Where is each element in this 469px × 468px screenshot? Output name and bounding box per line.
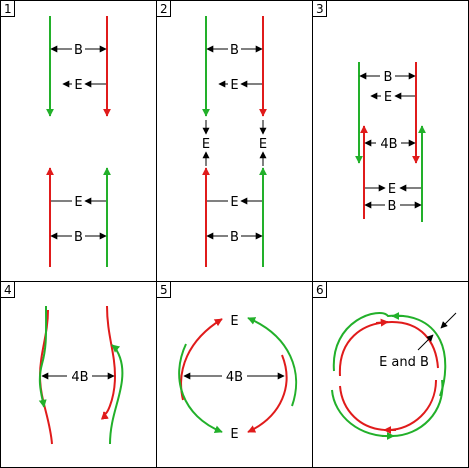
green-ring-upper (332, 312, 447, 397)
label-4b: 4B (71, 370, 88, 385)
label-e-and-b: E and B (379, 355, 429, 370)
panel-3: B E 4B E B (355, 62, 426, 222)
green-wire (247, 317, 297, 407)
label-b: B (74, 43, 83, 58)
label-b: B (388, 199, 397, 214)
label-e: E (230, 78, 238, 93)
label-4b: 4B (226, 370, 243, 385)
panel-4: 4B (38, 305, 124, 445)
panel-3-number: 3 (316, 2, 324, 16)
label-e: E (384, 90, 392, 105)
label-4b: 4B (380, 137, 397, 152)
red-ring-lower (339, 379, 437, 432)
panel-2-number: 2 (160, 2, 168, 16)
panel-6-number: 6 (316, 283, 324, 297)
red-wire (100, 305, 117, 420)
pointer-arrow (440, 312, 457, 329)
label-b: B (230, 43, 239, 58)
red-wire (180, 318, 223, 401)
label-e: E (74, 195, 82, 210)
green-ring-lower (331, 379, 444, 438)
panel-5: E 4B E (178, 314, 297, 442)
panel-6: E and B (331, 312, 457, 440)
green-wire (109, 344, 124, 445)
panel-1-number: 1 (4, 2, 12, 16)
label-e: E (74, 78, 82, 93)
red-flow-arrow (375, 318, 389, 327)
green-wire (178, 343, 223, 434)
label-b: B (384, 70, 393, 85)
panel-5-number: 5 (160, 283, 168, 297)
panel-2: B E E E E B (202, 16, 267, 267)
panel-4-number: 4 (4, 283, 12, 297)
label-e: E (259, 137, 267, 152)
red-wire (247, 354, 288, 433)
green-wire (38, 305, 48, 408)
label-e: E (388, 182, 396, 197)
pointer-arrow (417, 334, 434, 351)
label-e: E (230, 314, 238, 329)
label-e: E (230, 427, 238, 442)
label-b: B (230, 230, 239, 245)
label-b: B (74, 230, 83, 245)
label-e: E (230, 195, 238, 210)
panel-1: B E E B (46, 16, 111, 267)
red-ring-upper (338, 320, 439, 377)
label-e: E (202, 137, 210, 152)
panel-number-boxes (0, 0, 327, 298)
